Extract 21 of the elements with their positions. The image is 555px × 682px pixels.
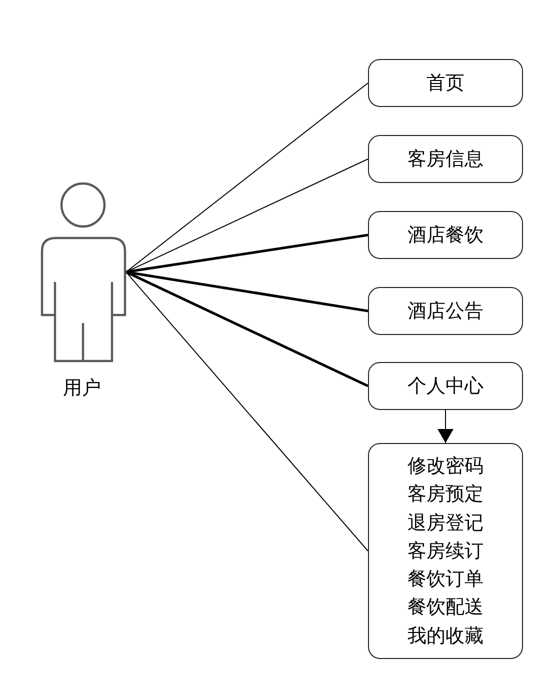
use-case-box: 首页 <box>368 59 523 107</box>
connector-line <box>126 270 368 312</box>
arrow <box>438 410 454 444</box>
list-item: 客房续订 <box>408 538 484 564</box>
use-case-box: 酒店公告 <box>368 287 523 335</box>
actor-label: 用户 <box>63 376 101 400</box>
connector-line <box>126 82 368 272</box>
connector-line <box>126 272 368 552</box>
connector-line <box>125 270 369 388</box>
list-item: 餐饮订单 <box>408 567 484 592</box>
list-item: 餐饮配送 <box>408 595 484 620</box>
feature-list-box <box>368 443 523 659</box>
use-case-box: 酒店餐饮 <box>368 211 523 259</box>
list-item: 退房登记 <box>408 510 484 536</box>
connector-line <box>126 234 368 274</box>
list-item: 我的收藏 <box>408 624 484 649</box>
use-case-box: 个人中心 <box>368 362 523 410</box>
use-case-box: 客房信息 <box>368 135 523 183</box>
connector-line <box>126 158 368 272</box>
list-item: 客房预定 <box>408 482 484 508</box>
list-item: 修改密码 <box>408 454 484 479</box>
